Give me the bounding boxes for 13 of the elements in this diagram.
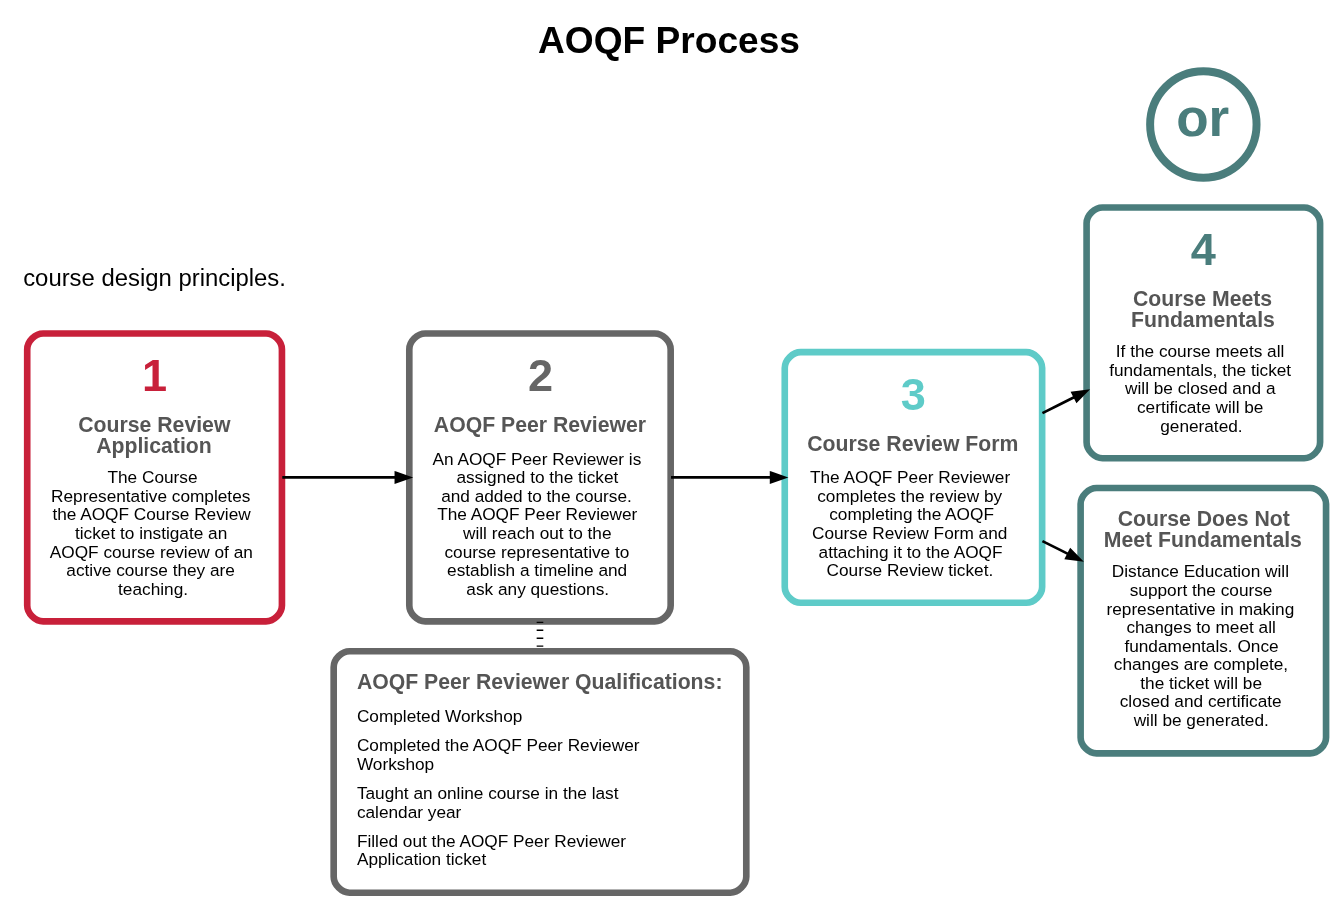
label: course design principles. bbox=[23, 263, 286, 291]
node-box: Course Does Not Meet Fundamentals Distance Education will support the course representative in making changes to meet all fundamentals. Once changes are complete, the ticket will be closed and certificate will be generated. bbox=[1077, 484, 1330, 757]
diagram-title: AOQF Process bbox=[537, 19, 801, 62]
node-box: AOQF Peer Reviewer Qualifications: Completed Workshop Completed the AOQF Peer Reviewer Workshop Taught an online course in the last calendar year Filled out the AOQF Peer Reviewer Application ticket bbox=[330, 647, 750, 896]
arrow bbox=[282, 470, 414, 484]
arrow bbox=[1041, 539, 1084, 562]
node-box: 1 Course Review Application The Course Representative completes the AOQF Course Review ticket to instigate an AOQF course review of an active course they are teaching. bbox=[23, 330, 286, 625]
node-box: 3 Course Review Form The AOQF Peer Reviewer completes the review by completing the AOQF Course Review Form and attaching it to the AOQF Course Review ticket. bbox=[781, 348, 1046, 607]
arrow bbox=[1041, 389, 1091, 415]
node-circle: or bbox=[1146, 67, 1261, 182]
arrow bbox=[671, 470, 789, 484]
node-box: 2 AOQF Peer Reviewer An AOQF Peer Reviewer is assigned to the ticket and added to the course. The AOQF Peer Reviewer will reach out to the course representative to establish a timeline and ask any questions. bbox=[406, 330, 674, 625]
node-box: 4 Course Meets Fundamentals If the course meets all fundamentals, the ticket will be closed and a certificate will be generated. bbox=[1083, 204, 1324, 462]
